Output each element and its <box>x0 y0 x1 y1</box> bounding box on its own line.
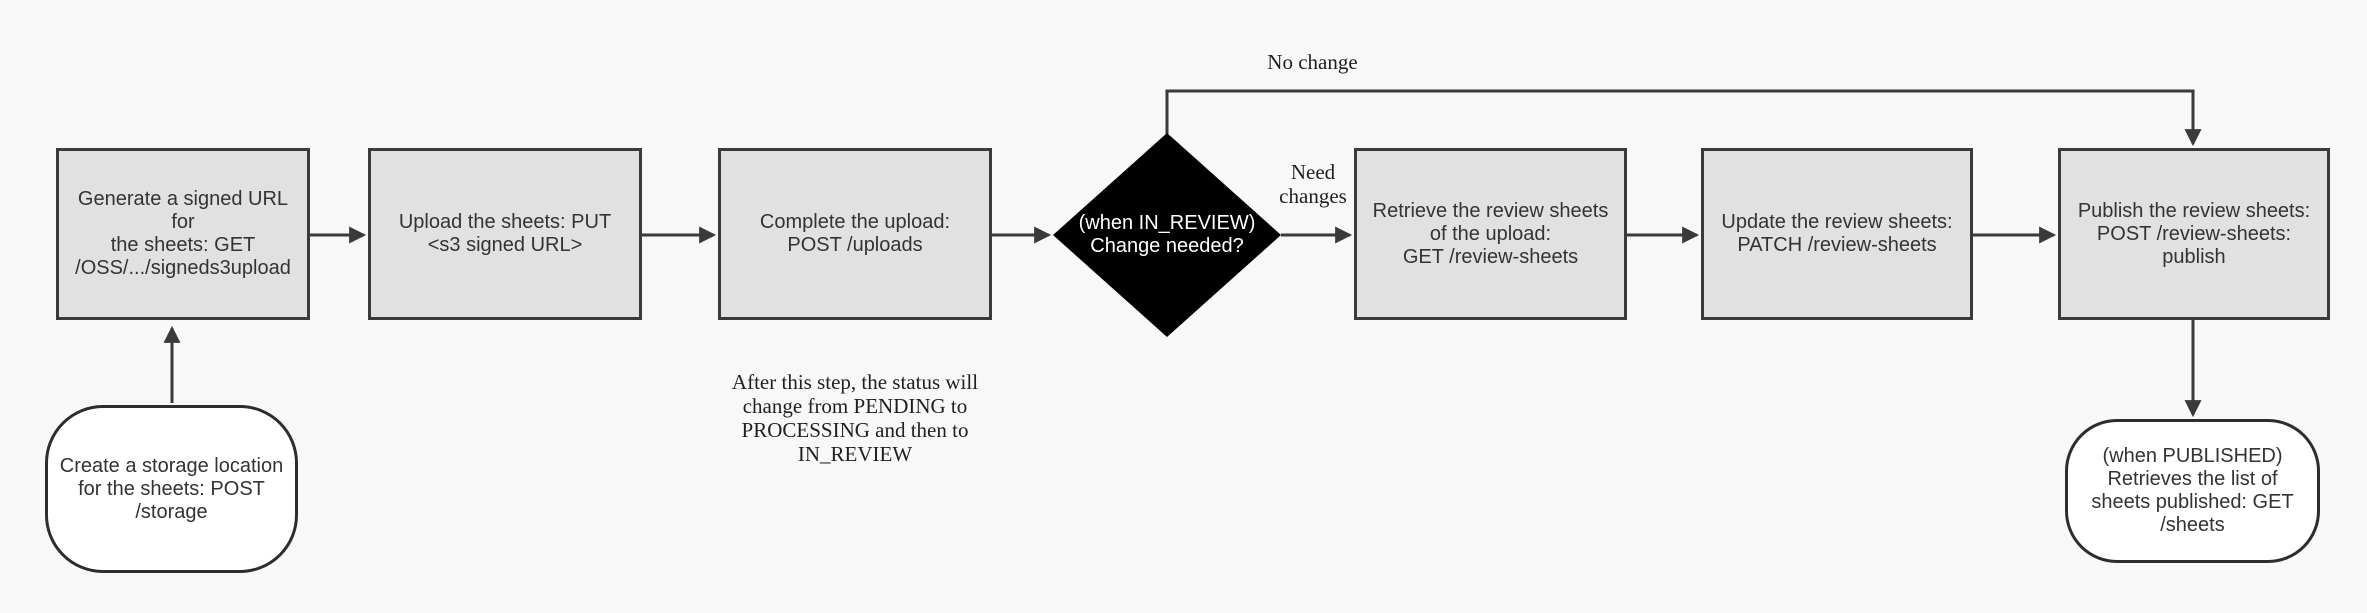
node-list-published-sheets: (when PUBLISHED) Retrieves the list of s… <box>2065 419 2320 563</box>
node-retrieve-review-sheets: Retrieve the review sheets of the upload… <box>1354 148 1627 320</box>
node-update-review-sheets-label: Update the review sheets: PATCH /review-… <box>1721 211 1953 256</box>
edge-no-change <box>1165 89 2202 147</box>
node-create-storage: Create a storage location for the sheets… <box>45 405 298 573</box>
node-upload-sheets-label: Upload the sheets: PUT <s3 signed URL> <box>398 211 612 256</box>
node-publish-review-sheets: Publish the review sheets: POST /review-… <box>2058 148 2330 320</box>
node-update-review-sheets: Update the review sheets: PATCH /review-… <box>1701 148 1973 320</box>
edge-label-no-change: No change <box>1267 50 1358 74</box>
edge-label-need-changes: Need changes <box>1279 160 1347 208</box>
node-complete-upload-label: Complete the upload: POST /uploads <box>759 211 951 256</box>
node-upload-sheets: Upload the sheets: PUT <s3 signed URL> <box>368 148 642 320</box>
node-generate-signed-url-label: Generate a signed URL for the sheets: GE… <box>75 188 291 279</box>
node-create-storage-label: Create a storage location for the sheets… <box>59 454 284 523</box>
node-change-needed-label: (when IN_REVIEW) Change needed? <box>1078 212 1256 257</box>
node-list-published-sheets-label: (when PUBLISHED) Retrieves the list of s… <box>2091 445 2294 536</box>
node-retrieve-review-sheets-label: Retrieve the review sheets of the upload… <box>1372 199 1609 268</box>
status-change-note: After this step, the status will change … <box>731 370 979 466</box>
node-complete-upload: Complete the upload: POST /uploads <box>718 148 992 320</box>
node-publish-review-sheets-label: Publish the review sheets: POST /review-… <box>2077 199 2311 268</box>
node-generate-signed-url: Generate a signed URL for the sheets: GE… <box>56 148 310 320</box>
